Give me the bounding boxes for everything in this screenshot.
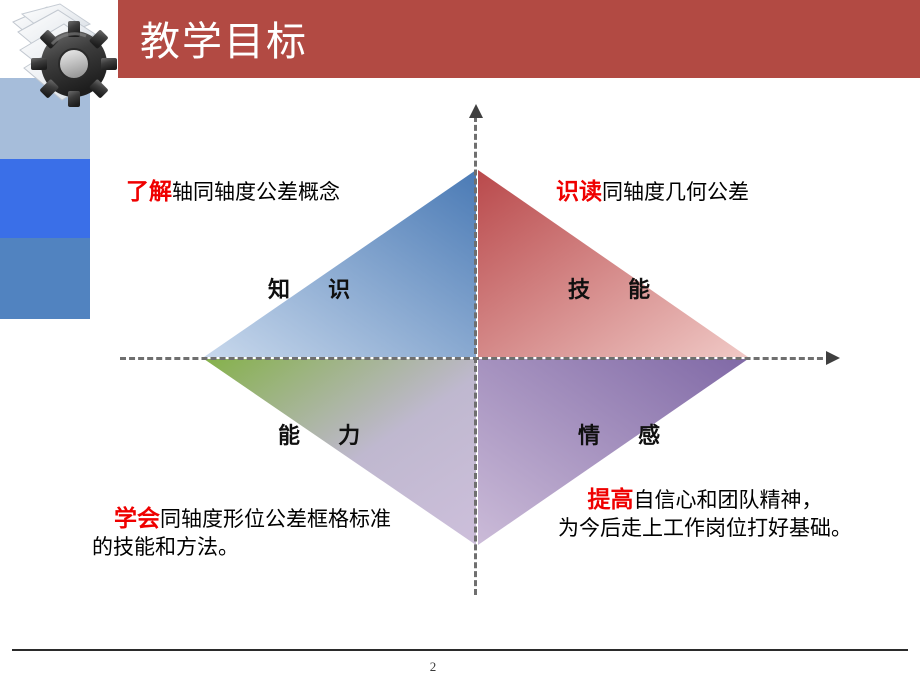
gear-and-documents-icon xyxy=(12,3,117,107)
side-accent-block-3 xyxy=(0,238,90,319)
callout-keyword-knowledge: 了解 xyxy=(126,178,172,204)
quadrant-label-ability: 能 力 xyxy=(278,423,377,448)
callout-text-knowledge: 轴同轴度公差概念 xyxy=(172,180,340,204)
quadrant-label-skill: 技 能 xyxy=(568,277,667,302)
footer-divider xyxy=(12,649,908,651)
page-number: 2 xyxy=(429,659,437,674)
horizontal-axis xyxy=(120,357,832,360)
quadrant-emotion-shape xyxy=(478,359,748,545)
quadrant-knowledge-shape xyxy=(204,170,476,357)
quadrant-skill-shape xyxy=(478,170,748,357)
callout-text-ability: 同轴度形位公差框格标准 xyxy=(160,507,391,531)
callout-skill: 识读同轴度几何公差 xyxy=(556,176,749,207)
callout-ability: 学会同轴度形位公差框格标准 的技能和方法。 xyxy=(92,503,391,561)
header-band xyxy=(118,0,920,78)
callout-knowledge: 了解轴同轴度公差概念 xyxy=(126,176,340,207)
arrow-right-icon xyxy=(826,351,840,365)
callout-keyword-skill: 识读 xyxy=(556,178,602,204)
callout-keyword-emotion: 提高 xyxy=(587,486,634,512)
side-accent-block-2 xyxy=(0,159,90,238)
callout-keyword-ability: 学会 xyxy=(114,505,160,531)
quadrant-label-knowledge: 知 识 xyxy=(268,277,367,302)
quadrant-ability-shape xyxy=(204,359,476,545)
callout-text-emotion-line2: 为今后走上工作岗位打好基础。 xyxy=(558,515,852,540)
callout-emotion: 提高自信心和团队精神， 为今后走上工作岗位打好基础。 xyxy=(558,484,852,542)
arrow-up-icon xyxy=(469,104,483,118)
quadrant-label-emotion: 情 感 xyxy=(578,423,677,448)
callout-text-ability-line2: 的技能和方法。 xyxy=(92,534,239,559)
page-title: 教学目标 xyxy=(140,20,308,64)
callout-text-skill: 同轴度几何公差 xyxy=(602,180,749,204)
vertical-axis xyxy=(474,116,477,595)
callout-text-emotion: 自信心和团队精神， xyxy=(633,488,823,512)
